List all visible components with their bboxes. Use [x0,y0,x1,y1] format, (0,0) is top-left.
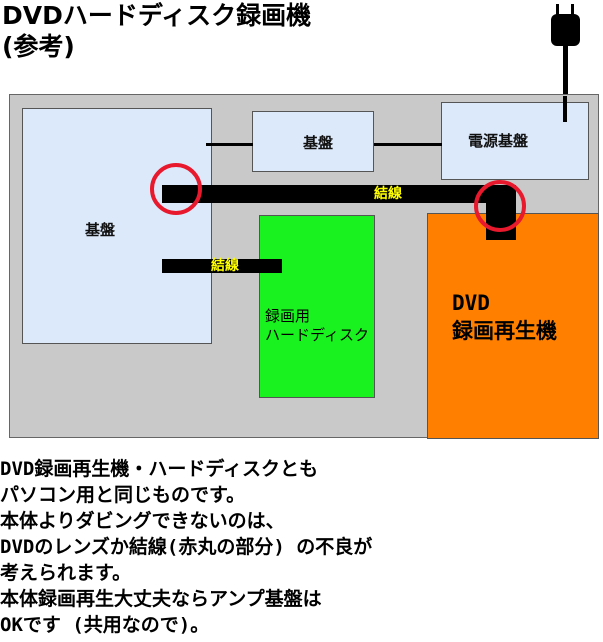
board-wire-left [206,143,253,146]
dvd-recorder-label: DVD 録画再生機 [452,291,557,343]
main-board: 基盤 [22,108,212,344]
note-line: 本体録画再生大丈夫ならアンプ基盤は [0,588,322,610]
main-board-label: 基盤 [85,221,116,239]
diagram-title: DVDハードディスク録画機 (参考) [2,1,312,61]
power-plug-icon [551,4,580,98]
explanation-text: DVD録画再生機・ハードディスクとも パソコン用と同じものです。 本体よりダビン… [0,456,372,638]
recording-hard-disk [259,215,375,398]
lower-cable-label: 結線 [211,258,239,274]
power-board: 電源基盤 [441,102,589,180]
note-line: OKです (共用なので)。 [0,614,210,636]
upper-ribbon-cable [162,185,516,203]
middle-board: 基盤 [252,111,374,172]
note-line: パソコン用と同じものです。 [0,484,246,506]
middle-board-label: 基盤 [303,134,334,152]
fault-highlight-ring-right [474,180,526,232]
note-line: DVDのレンズか結線(赤丸の部分) の不良が [0,536,373,558]
hard-disk-label: 録画用 ハードディスク [265,307,369,344]
upper-cable-label: 結線 [374,186,402,202]
note-line: DVD録画再生機・ハードディスクとも [0,458,318,480]
power-cord [563,96,567,122]
board-wire-right [374,143,442,146]
note-line: 考えられます。 [0,562,132,584]
power-board-label: 電源基盤 [468,132,529,150]
note-line: 本体よりダビングできないのは、 [0,510,285,532]
lower-ribbon-cable [162,259,282,273]
fault-highlight-ring-left [150,163,202,215]
dvd-recorder-player [427,213,599,439]
